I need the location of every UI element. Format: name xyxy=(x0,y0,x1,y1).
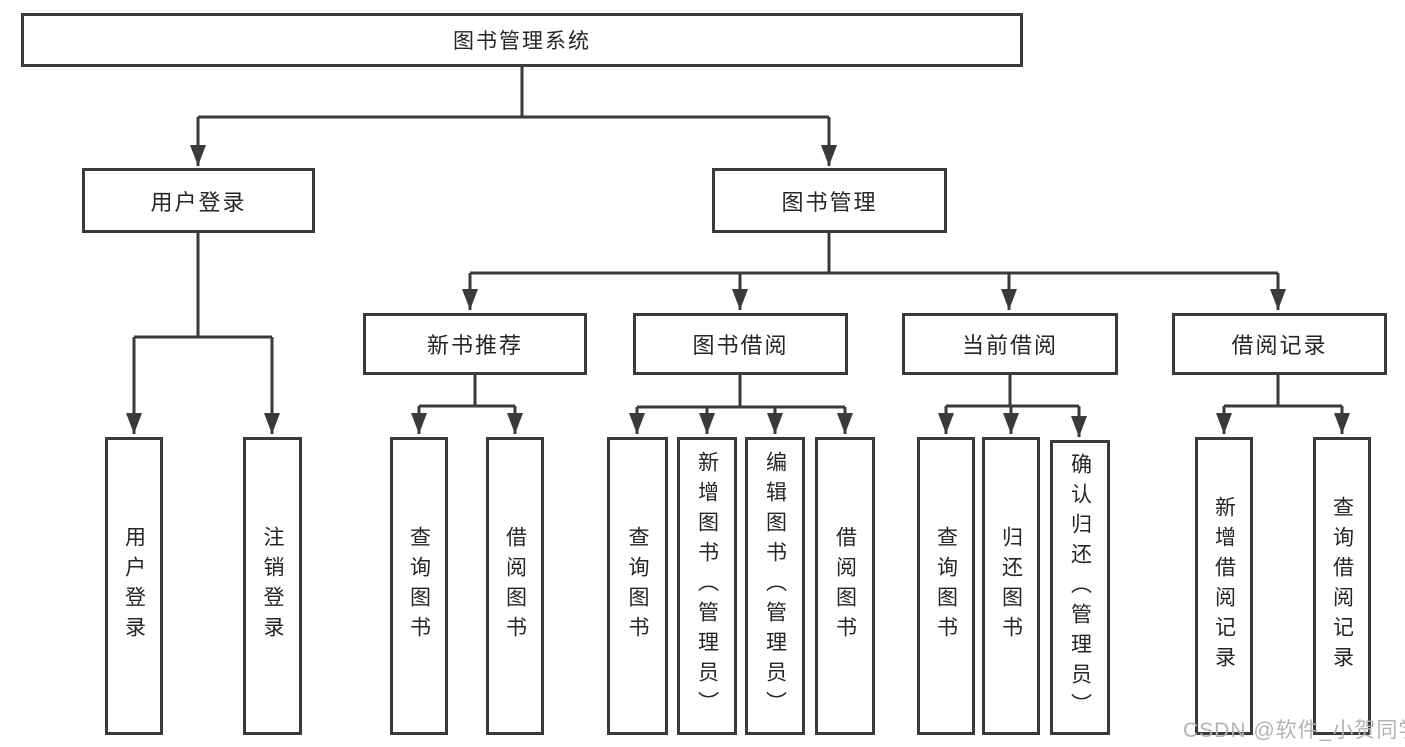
leaf-label: 查询图书 xyxy=(407,526,431,646)
leaf-label: 查询图书 xyxy=(626,526,649,646)
leaf-borrow-books-1: 借阅图书 xyxy=(486,437,544,735)
leaf-label: 归还图书 xyxy=(999,526,1023,646)
node-label: 当前借阅 xyxy=(961,333,1058,358)
leaf-query-borrow-record: 查询借阅记录 xyxy=(1313,437,1371,735)
leaf-add-borrow-record: 新增借阅记录 xyxy=(1195,437,1253,735)
leaf-label: 新增图书（管理员） xyxy=(695,451,719,721)
leaf-label: 新增借阅记录 xyxy=(1212,496,1236,676)
node-borrow-records: 借阅记录 xyxy=(1172,313,1387,375)
leaf-label: 编辑图书（管理员） xyxy=(763,451,787,721)
leaf-label: 借阅图书 xyxy=(833,526,857,646)
node-user-login: 用户登录 xyxy=(82,168,315,233)
leaf-return-books: 归还图书 xyxy=(982,437,1040,735)
leaf-add-books-admin: 新增图书（管理员） xyxy=(677,437,737,735)
leaf-edit-books-admin: 编辑图书（管理员） xyxy=(745,437,805,735)
node-current-borrow: 当前借阅 xyxy=(902,313,1118,375)
leaf-query-books-2: 查询图书 xyxy=(607,437,668,735)
watermark-csdn: CSDN @软件_小贺同学 xyxy=(1183,719,1405,742)
node-library-management-system: 图书管理系统 xyxy=(21,13,1023,67)
leaf-label: 查询借阅记录 xyxy=(1330,496,1354,676)
node-book-borrow: 图书借阅 xyxy=(633,313,848,375)
node-label: 新书推荐 xyxy=(426,333,523,358)
node-new-book-recommend: 新书推荐 xyxy=(363,313,587,375)
node-book-management: 图书管理 xyxy=(712,168,947,233)
leaf-label: 注销登录 xyxy=(261,526,284,646)
leaf-query-books-1: 查询图书 xyxy=(390,437,448,735)
leaf-confirm-return-admin: 确认归还（管理员） xyxy=(1050,440,1110,735)
leaf-label: 借阅图书 xyxy=(503,526,527,646)
leaf-borrow-books-2: 借阅图书 xyxy=(815,437,875,735)
leaf-label: 用户登录 xyxy=(122,526,146,646)
node-label: 借阅记录 xyxy=(1231,333,1328,358)
leaf-query-books-3: 查询图书 xyxy=(917,437,975,735)
node-label: 用户登录 xyxy=(150,189,247,215)
leaf-user-login: 用户登录 xyxy=(105,437,163,735)
node-label: 图书管理 xyxy=(781,189,878,215)
leaf-label: 查询图书 xyxy=(934,526,958,646)
node-label: 图书管理系统 xyxy=(453,30,591,53)
leaf-label: 确认归还（管理员） xyxy=(1068,452,1092,723)
node-label: 图书借阅 xyxy=(692,333,789,358)
leaf-logout: 注销登录 xyxy=(243,437,302,735)
